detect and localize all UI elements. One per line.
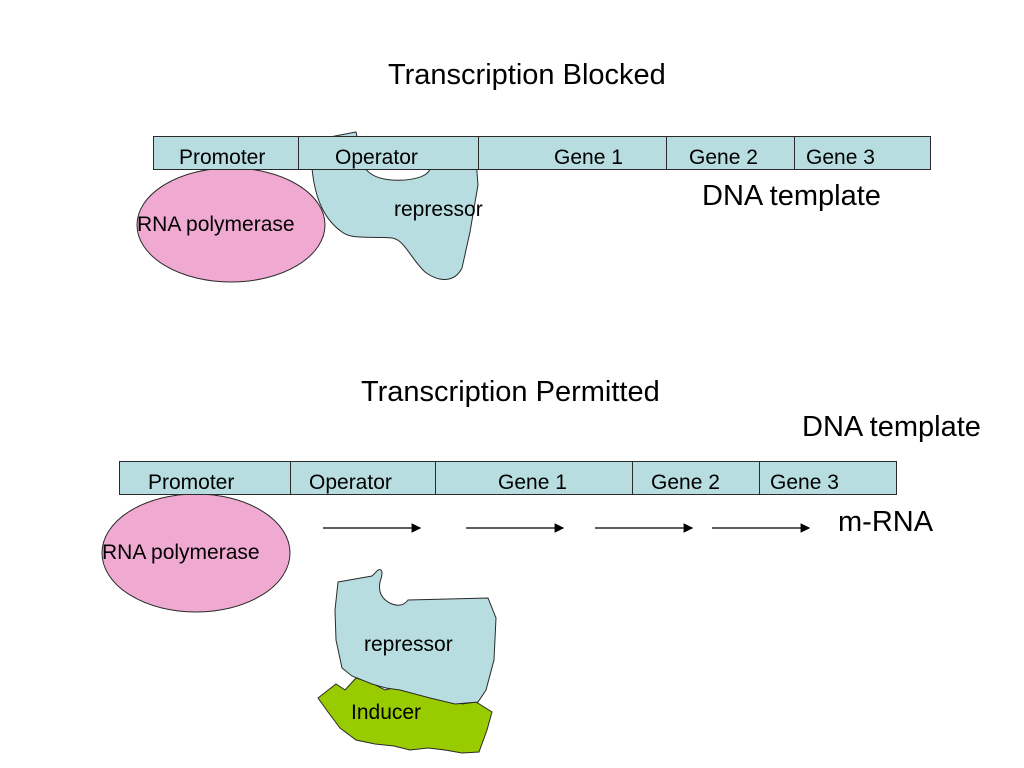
dna-template-label: DNA template <box>802 411 981 443</box>
segment-promoter: Promoter <box>154 137 299 169</box>
segment-gene-3: Gene 3 <box>795 137 930 169</box>
segment-label: Gene 3 <box>770 471 839 494</box>
segment-operator: Operator <box>299 137 479 169</box>
segment-label: Gene 2 <box>689 146 758 169</box>
segment-label: Operator <box>335 146 418 169</box>
segment-label: Promoter <box>179 146 266 169</box>
segment-gene-1: Gene 1 <box>479 137 667 169</box>
segment-promoter: Promoter <box>120 462 291 494</box>
dna-template-label: DNA template <box>702 180 881 212</box>
mrna-label: m-RNA <box>838 506 934 538</box>
segment-label: Gene 1 <box>554 146 623 169</box>
permitted-title: Transcription Permitted <box>361 376 660 408</box>
repressor-shape <box>334 569 497 705</box>
dna-strip-permitted: Promoter Operator Gene 1 Gene 2 Gene 3 <box>119 461 897 495</box>
rna-polymerase-label: RNA polymerase <box>102 541 260 564</box>
segment-label: Gene 3 <box>806 146 875 169</box>
segment-label: Operator <box>309 471 392 494</box>
blocked-title: Transcription Blocked <box>388 59 666 91</box>
segment-gene-2: Gene 2 <box>667 137 795 169</box>
inducer-label: Inducer <box>351 701 422 724</box>
segment-label: Gene 1 <box>498 471 567 494</box>
segment-label: Gene 2 <box>651 471 720 494</box>
segment-gene-2: Gene 2 <box>633 462 760 494</box>
repressor-label: repressor <box>364 633 453 656</box>
segment-operator: Operator <box>291 462 436 494</box>
repressor-label: repressor <box>394 198 483 221</box>
dna-strip-blocked: Promoter Operator Gene 1 Gene 2 Gene 3 <box>153 136 931 170</box>
segment-gene-1: Gene 1 <box>436 462 633 494</box>
segment-label: Promoter <box>148 471 235 494</box>
rna-polymerase-label: RNA polymerase <box>137 213 295 236</box>
segment-gene-3: Gene 3 <box>760 462 896 494</box>
